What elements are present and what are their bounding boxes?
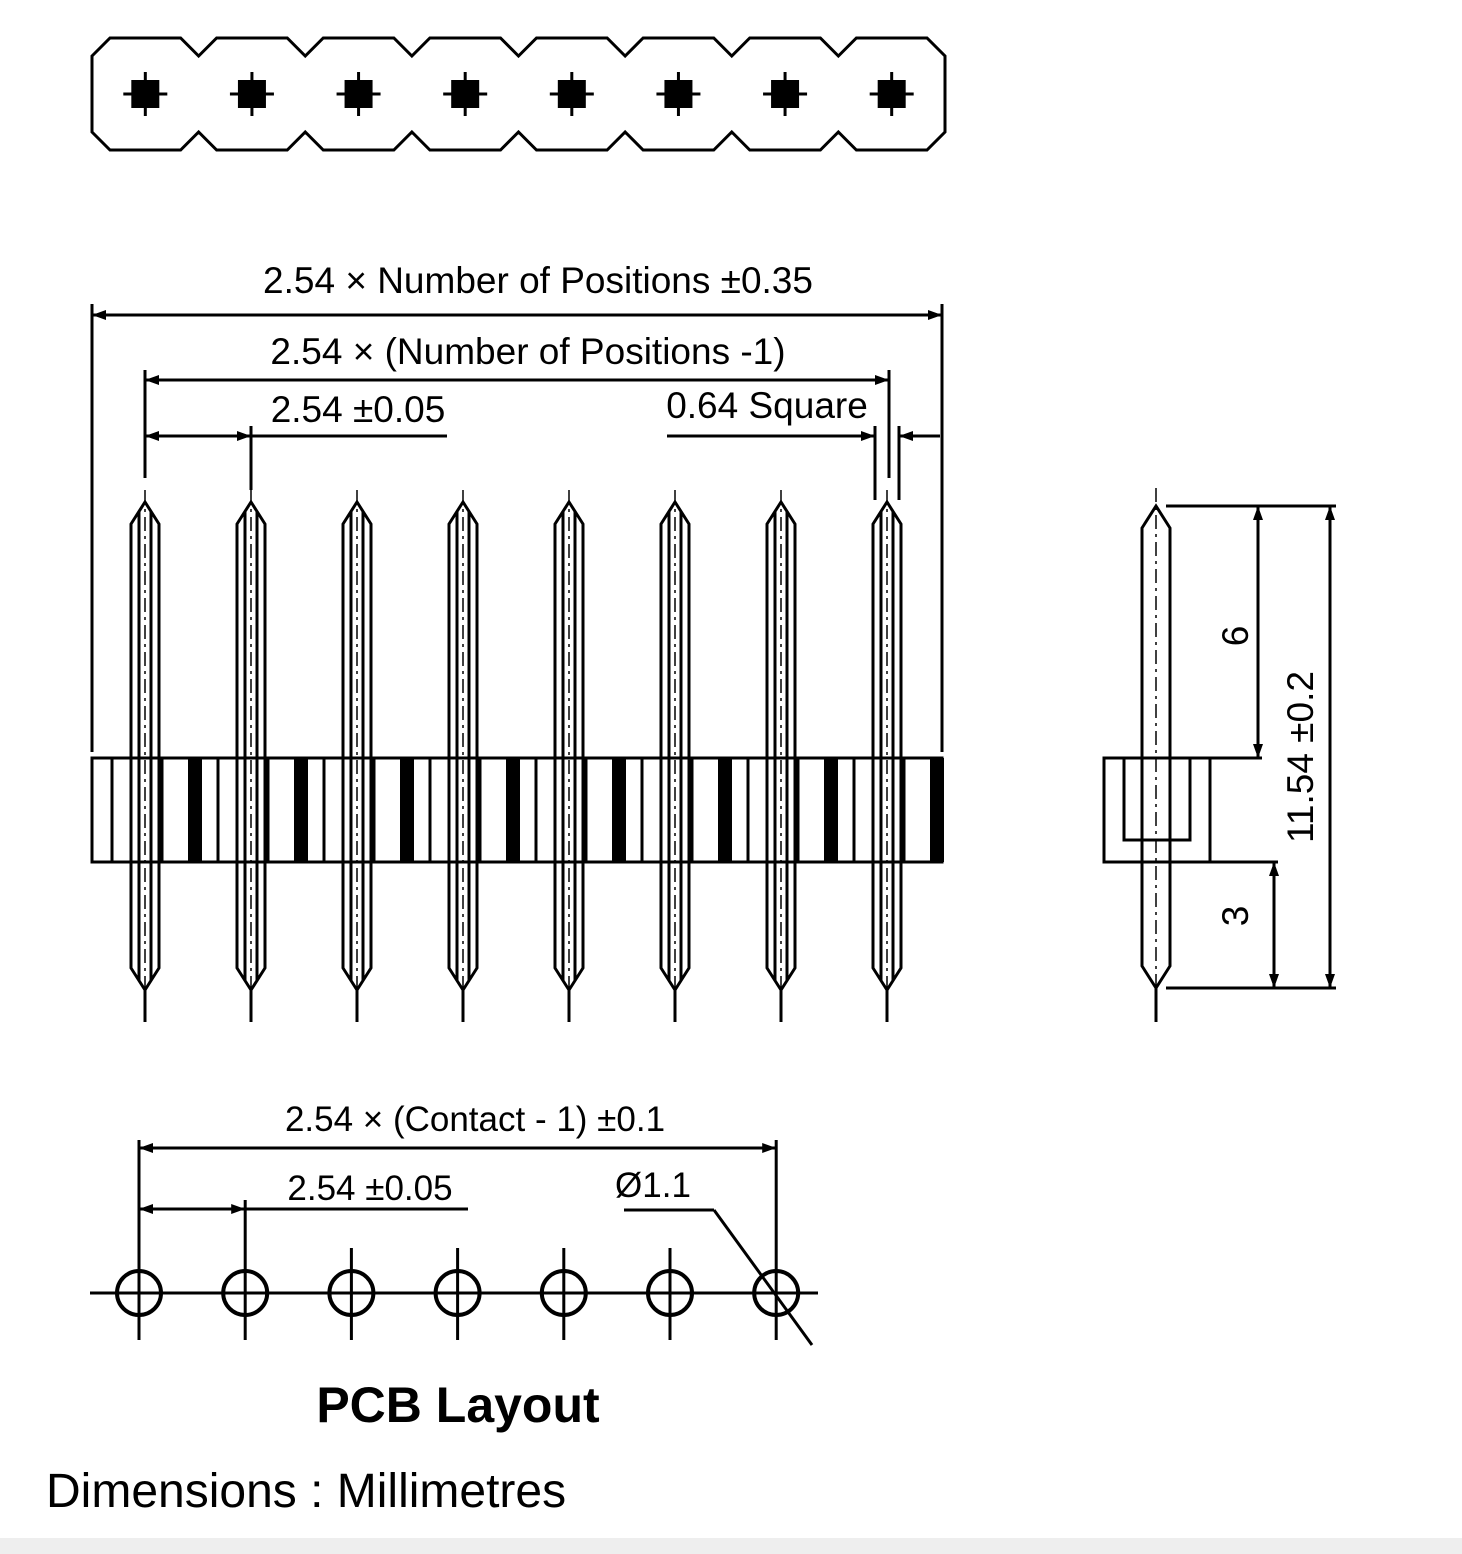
total-length-arrow-bottom bbox=[1325, 974, 1335, 988]
front-view-housing-groove bbox=[930, 758, 944, 862]
front-view-housing-groove bbox=[400, 758, 414, 862]
front-view-housing-groove bbox=[718, 758, 732, 862]
pcb-span-dimension-label: 2.54 × (Contact - 1) ±0.1 bbox=[285, 1100, 665, 1139]
upper-pin-arrow-bottom bbox=[1253, 744, 1263, 758]
front-view-housing-groove bbox=[188, 758, 202, 862]
pin-span-arrow-right bbox=[875, 375, 889, 385]
upper-pin-arrow-top bbox=[1253, 506, 1263, 520]
pitch-arrow-left bbox=[145, 431, 159, 441]
lower-pin-arrow-bottom bbox=[1269, 974, 1279, 988]
overall-width-arrow-right bbox=[928, 310, 942, 320]
top-view-housing-outline bbox=[90, 36, 947, 152]
side-view-pin bbox=[1140, 503, 1172, 991]
pin-size-arrow-left bbox=[861, 431, 875, 441]
lower-pin-arrow-top bbox=[1269, 862, 1279, 876]
upper-pin-length-label: 6 bbox=[1215, 626, 1256, 647]
top-view bbox=[90, 36, 947, 152]
side-view bbox=[1102, 488, 1336, 1022]
overall-width-arrow-left bbox=[92, 310, 106, 320]
pcb-pitch-arrow-right bbox=[231, 1204, 246, 1214]
front-view bbox=[90, 304, 944, 1022]
total-length-arrow-top bbox=[1325, 506, 1335, 520]
pcb-layout-title: PCB Layout bbox=[316, 1377, 600, 1433]
pcb-span-arrow-right bbox=[762, 1143, 777, 1153]
total-length-label: 11.54 ±0.2 bbox=[1280, 671, 1321, 843]
page-bottom-strip bbox=[0, 1538, 1462, 1554]
front-view-housing-groove bbox=[824, 758, 838, 862]
lower-pin-length-label: 3 bbox=[1215, 906, 1256, 927]
pin-span-dimension-label: 2.54 × (Number of Positions -1) bbox=[270, 331, 785, 372]
side-view-housing bbox=[1102, 756, 1212, 864]
pin-span-arrow-left bbox=[145, 375, 159, 385]
front-view-housing-groove bbox=[506, 758, 520, 862]
hole-diameter-label: Ø1.1 bbox=[615, 1166, 691, 1205]
pin-size-arrow-right bbox=[899, 431, 913, 441]
overall-width-dimension-label: 2.54 × Number of Positions ±0.35 bbox=[263, 260, 813, 301]
front-view-housing-groove bbox=[294, 758, 308, 862]
front-view-housing-groove bbox=[612, 758, 626, 862]
pcb-pitch-arrow-left bbox=[139, 1204, 153, 1214]
side-view-housing-inner bbox=[1122, 756, 1192, 842]
pitch-arrow-right bbox=[237, 431, 251, 441]
pitch-dimension-label: 2.54 ±0.05 bbox=[271, 389, 446, 430]
pcb-layout-view bbox=[90, 1140, 818, 1346]
pcb-pitch-dimension-label: 2.54 ±0.05 bbox=[287, 1169, 452, 1208]
units-note: Dimensions : Millimetres bbox=[46, 1465, 566, 1518]
pcb-span-arrow-left bbox=[139, 1143, 153, 1153]
hole-diameter-leader bbox=[712, 1209, 814, 1346]
pin-size-dimension-label: 0.64 Square bbox=[666, 385, 868, 426]
